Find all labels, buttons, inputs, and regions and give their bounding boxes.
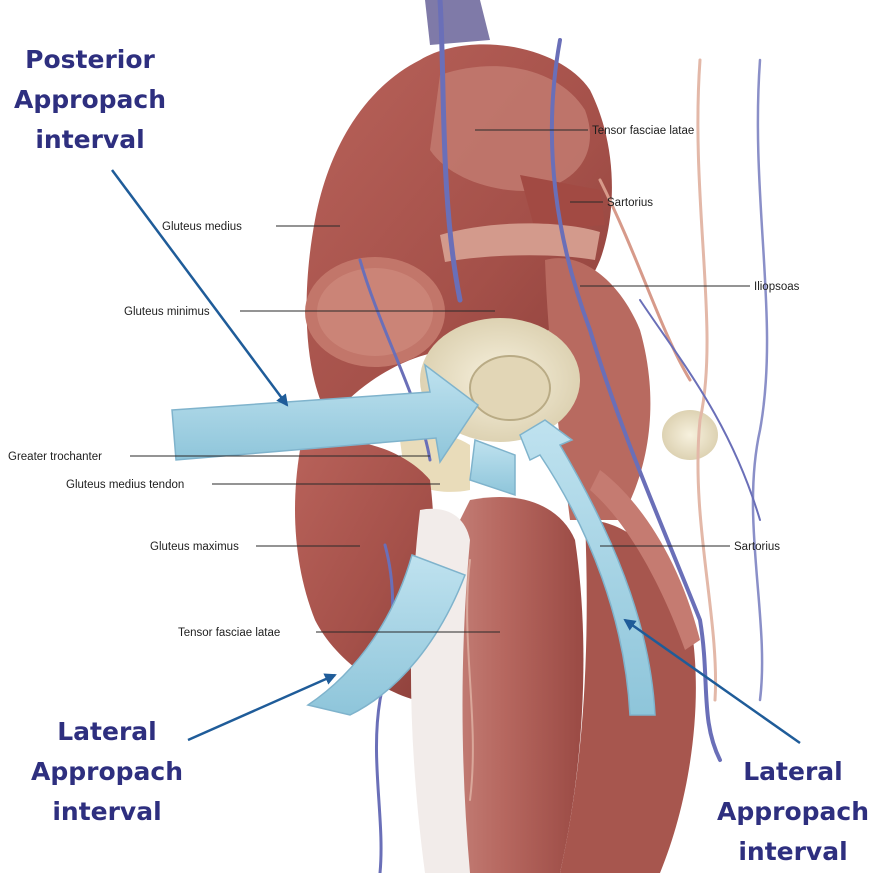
label-sartorius-top: Sartorius (607, 197, 653, 209)
label-sartorius-bottom: Sartorius (734, 541, 780, 553)
callout-posterior-line-1: Posterior (25, 45, 155, 74)
label-gluteus-maximus: Gluteus maximus (150, 541, 239, 553)
callout-lateral-left: Lateral Appropach interval (31, 717, 183, 826)
callout-lateral-left-line-1: Lateral (57, 717, 156, 746)
label-gluteus-minimus: Gluteus minimus (124, 306, 210, 318)
callout-lateral-left-line-3: interval (52, 797, 161, 826)
label-greater-trochanter: Greater trochanter (8, 451, 102, 463)
callout-lateral-right-line-1: Lateral (743, 757, 842, 786)
callout-posterior-line-3: interval (35, 125, 144, 154)
posterior-pointer-line (112, 170, 287, 405)
vessel-top (425, 0, 490, 45)
callout-posterior-line-2: Appropach (14, 85, 166, 114)
callout-lateral-right: Lateral Appropach interval (717, 757, 869, 866)
label-gluteus-medius-tendon: Gluteus medius tendon (66, 479, 184, 491)
lateral-left-pointer-line (188, 675, 335, 740)
callout-posterior: Posterior Appropach interval (14, 45, 166, 154)
label-iliopsoas: Iliopsoas (754, 281, 800, 293)
callout-lateral-right-line-2: Appropach (717, 797, 869, 826)
callout-lateral-right-line-3: interval (738, 837, 847, 866)
label-gluteus-medius: Gluteus medius (162, 221, 242, 233)
label-tensor-fasciae-latae-bottom: Tensor fasciae latae (178, 627, 280, 639)
anterior-approach-small-arrow (470, 440, 515, 495)
label-tensor-fasciae-latae-top: Tensor fasciae latae (592, 125, 694, 137)
callout-lateral-left-line-2: Appropach (31, 757, 183, 786)
